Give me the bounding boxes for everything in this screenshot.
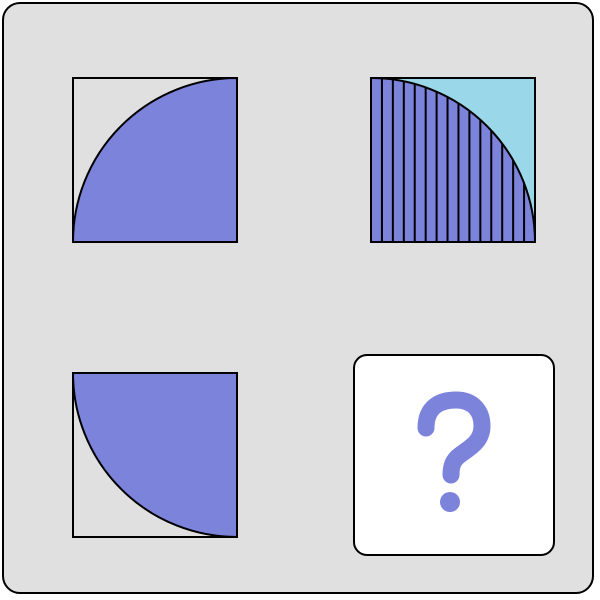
puzzle-tile-1 [72, 77, 238, 243]
quarter-circle-solid-icon [72, 77, 238, 243]
quarter-circle-striped-icon [370, 77, 536, 243]
puzzle-tile-2 [370, 77, 536, 243]
puzzle-tile-3 [72, 372, 238, 538]
question-mark-icon [417, 391, 491, 512]
puzzle-board: ? [2, 2, 594, 594]
quarter-circle-solid-icon [72, 372, 238, 538]
answer-slot[interactable]: ? [353, 354, 555, 556]
